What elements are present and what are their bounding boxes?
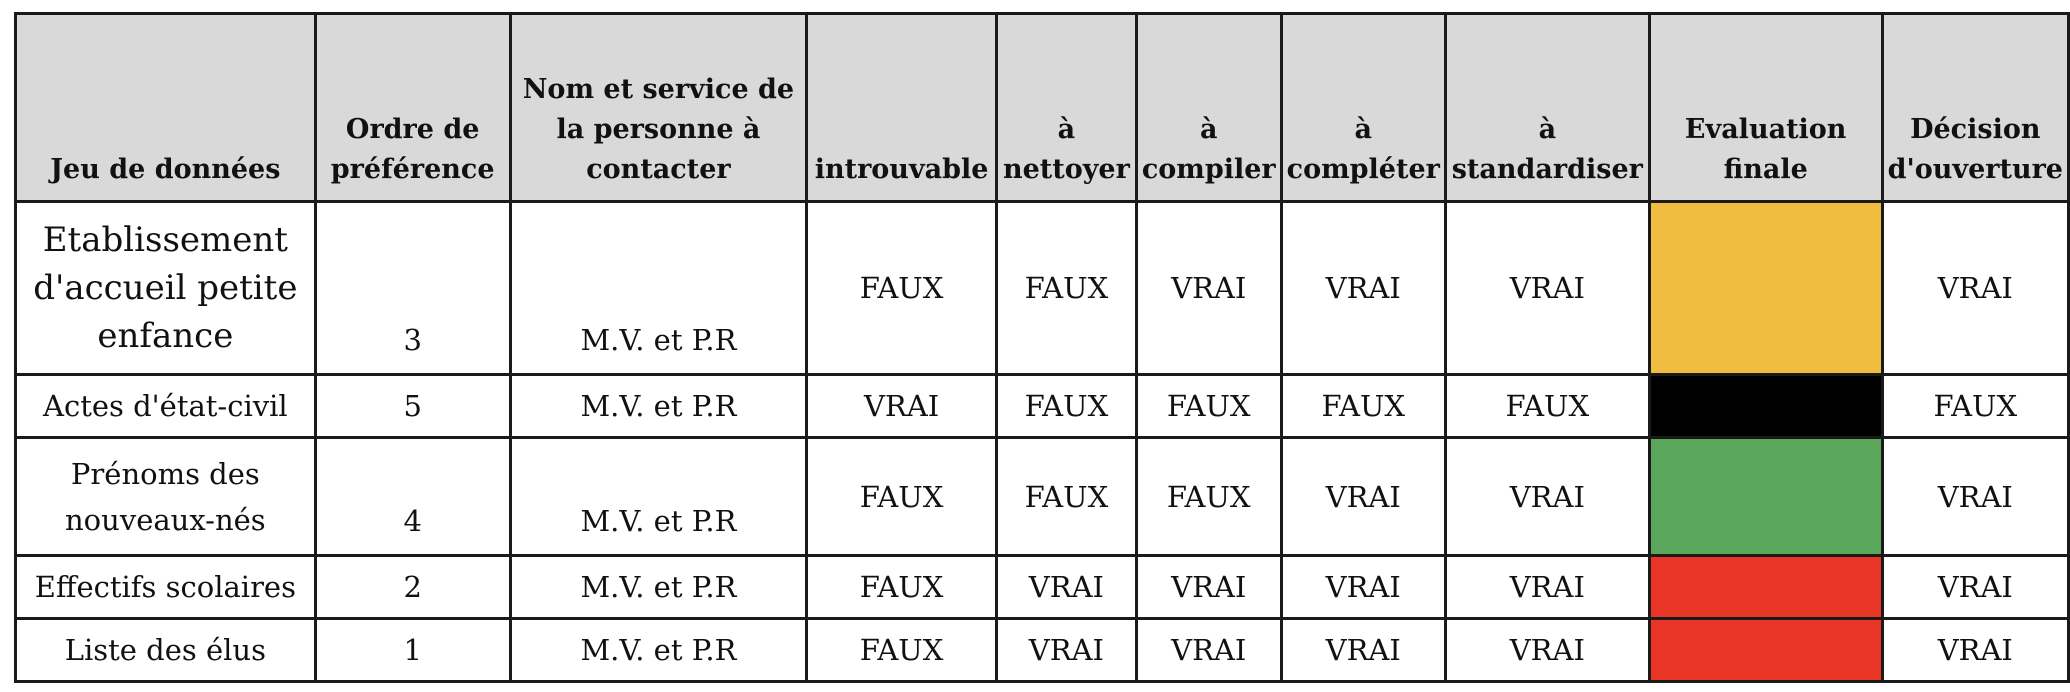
cell-evaluation-color bbox=[1647, 436, 1884, 557]
cell-decision: FAUX bbox=[1880, 373, 2070, 439]
cell-evaluation-color bbox=[1647, 200, 1884, 376]
table-row: Actes d'état-civil 5 M.V. et P.R VRAI FA… bbox=[14, 373, 2070, 439]
header-row: Jeu de données Ordre de préférence Nom e… bbox=[14, 12, 2070, 203]
cell-dataset: Prénoms des nouveaux-nés bbox=[14, 436, 317, 557]
cell-compiler: VRAI bbox=[1134, 617, 1283, 683]
cell-completer: FAUX bbox=[1279, 373, 1447, 439]
cell-completer: VRAI bbox=[1279, 200, 1447, 376]
cell-nettoyer: VRAI bbox=[994, 617, 1138, 683]
header-introuvable: introuvable bbox=[805, 12, 998, 203]
cell-contact: M.V. et P.R bbox=[508, 436, 809, 557]
cell-completer: VRAI bbox=[1279, 436, 1447, 557]
cell-decision: VRAI bbox=[1880, 617, 2070, 683]
cell-order: 1 bbox=[313, 617, 512, 683]
cell-dataset: Etablissement d'accueil petite enfance bbox=[14, 200, 317, 376]
cell-standardiser: VRAI bbox=[1443, 617, 1651, 683]
cell-standardiser: VRAI bbox=[1443, 554, 1651, 620]
cell-dataset: Actes d'état-civil bbox=[14, 373, 317, 439]
cell-compiler: FAUX bbox=[1134, 373, 1283, 439]
cell-compiler: VRAI bbox=[1134, 554, 1283, 620]
table-row: Prénoms des nouveaux-nés 4 M.V. et P.R F… bbox=[14, 436, 2070, 557]
cell-compiler: VRAI bbox=[1134, 200, 1283, 376]
table-row: Liste des élus 1 M.V. et P.R FAUX VRAI V… bbox=[14, 617, 2070, 683]
cell-nettoyer: VRAI bbox=[994, 554, 1138, 620]
header-order: Ordre de préférence bbox=[313, 12, 512, 203]
cell-compiler: FAUX bbox=[1134, 436, 1283, 557]
header-contact: Nom et service de la personne à contacte… bbox=[508, 12, 809, 203]
cell-evaluation-color bbox=[1647, 373, 1884, 439]
cell-dataset: Effectifs scolaires bbox=[14, 554, 317, 620]
cell-order: 4 bbox=[313, 436, 512, 557]
cell-dataset: Liste des élus bbox=[14, 617, 317, 683]
cell-standardiser: FAUX bbox=[1443, 373, 1651, 439]
cell-contact: M.V. et P.R bbox=[508, 200, 809, 376]
header-standardiser: à standardiser bbox=[1443, 12, 1651, 203]
cell-nettoyer: FAUX bbox=[994, 373, 1138, 439]
cell-introuvable: FAUX bbox=[805, 554, 998, 620]
cell-order: 2 bbox=[313, 554, 512, 620]
cell-completer: VRAI bbox=[1279, 554, 1447, 620]
header-nettoyer: à nettoyer bbox=[994, 12, 1138, 203]
cell-introuvable: FAUX bbox=[805, 200, 998, 376]
dataset-evaluation-table: Jeu de données Ordre de préférence Nom e… bbox=[14, 12, 2070, 683]
data-table-container: Jeu de données Ordre de préférence Nom e… bbox=[14, 12, 2070, 683]
header-evaluation: Evaluation finale bbox=[1647, 12, 1884, 203]
cell-order: 3 bbox=[313, 200, 512, 376]
cell-evaluation-color bbox=[1647, 554, 1884, 620]
cell-contact: M.V. et P.R bbox=[508, 554, 809, 620]
header-compiler: à compiler bbox=[1134, 12, 1283, 203]
cell-introuvable: FAUX bbox=[805, 436, 998, 557]
cell-nettoyer: FAUX bbox=[994, 436, 1138, 557]
cell-contact: M.V. et P.R bbox=[508, 617, 809, 683]
cell-decision: VRAI bbox=[1880, 436, 2070, 557]
cell-order: 5 bbox=[313, 373, 512, 439]
cell-introuvable: VRAI bbox=[805, 373, 998, 439]
cell-decision: VRAI bbox=[1880, 200, 2070, 376]
cell-contact: M.V. et P.R bbox=[508, 373, 809, 439]
header-completer: à compléter bbox=[1279, 12, 1447, 203]
header-decision: Décision d'ouverture bbox=[1880, 12, 2070, 203]
cell-nettoyer: FAUX bbox=[994, 200, 1138, 376]
cell-evaluation-color bbox=[1647, 617, 1884, 683]
table-row: Etablissement d'accueil petite enfance 3… bbox=[14, 200, 2070, 376]
cell-standardiser: VRAI bbox=[1443, 200, 1651, 376]
cell-decision: VRAI bbox=[1880, 554, 2070, 620]
header-dataset: Jeu de données bbox=[14, 12, 317, 203]
cell-introuvable: FAUX bbox=[805, 617, 998, 683]
cell-standardiser: VRAI bbox=[1443, 436, 1651, 557]
table-row: Effectifs scolaires 2 M.V. et P.R FAUX V… bbox=[14, 554, 2070, 620]
cell-completer: VRAI bbox=[1279, 617, 1447, 683]
